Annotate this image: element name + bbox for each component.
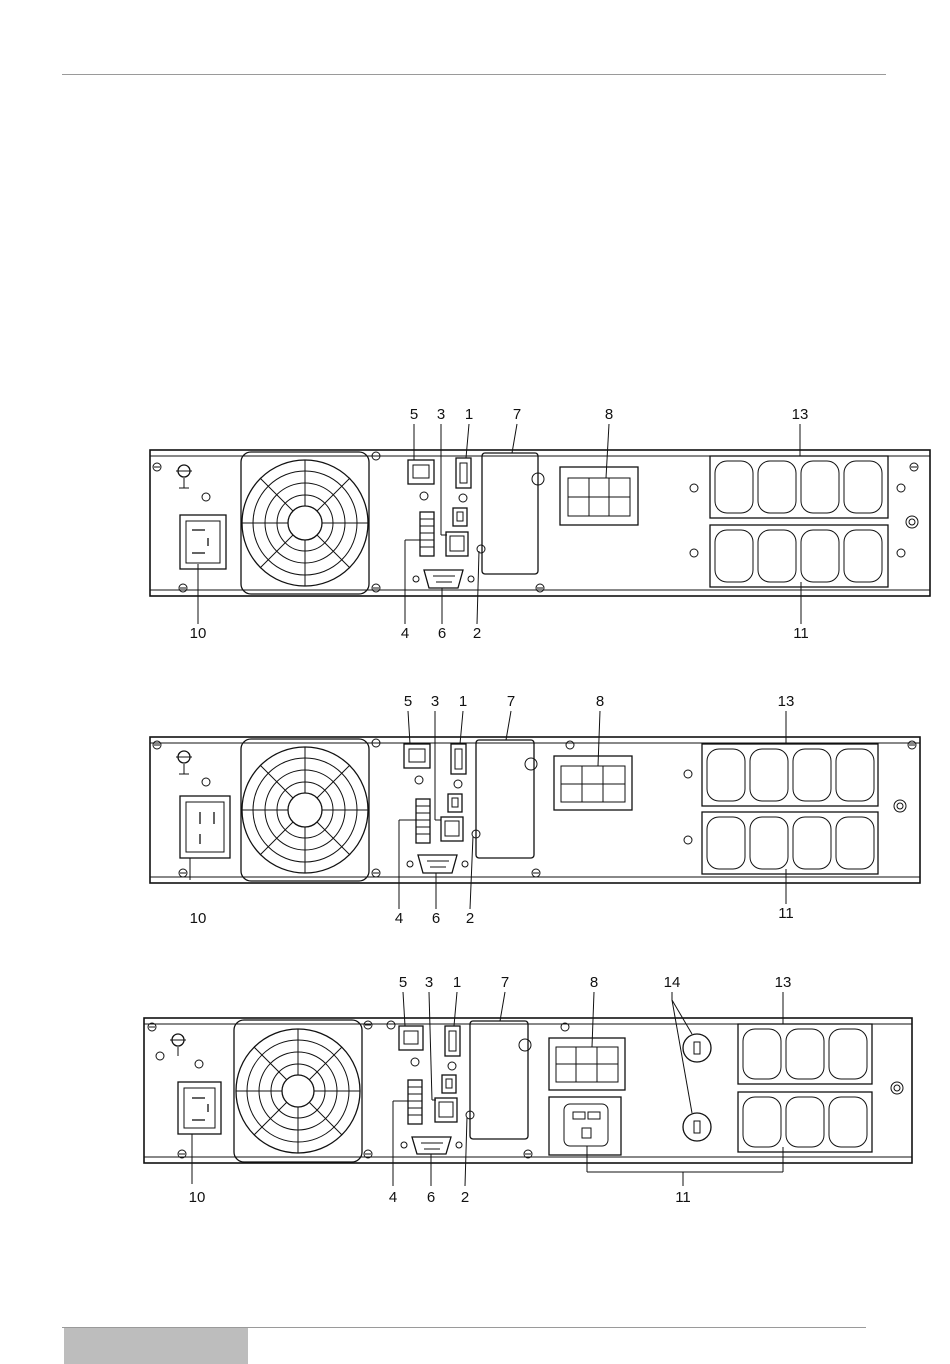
callout-label: 5 <box>404 693 412 710</box>
callout-label: 10 <box>190 910 207 927</box>
callout-label: 4 <box>395 910 403 927</box>
callout-label: 7 <box>513 406 521 423</box>
callout-label: 8 <box>590 974 598 991</box>
callout-label: 6 <box>432 910 440 927</box>
callout-label: 8 <box>596 693 604 710</box>
callout-label: 10 <box>189 1189 206 1206</box>
callout-label: 2 <box>473 625 481 642</box>
callout-label: 6 <box>438 625 446 642</box>
callout-label: 11 <box>793 625 809 642</box>
callout-label: 10 <box>190 625 207 642</box>
callout-label: 13 <box>778 693 795 710</box>
header-rule <box>62 74 886 75</box>
callout-label: 4 <box>401 625 409 642</box>
callout-label: 3 <box>431 693 439 710</box>
rear-panel-diagram-b: 5 3 1 7 8 13 10 4 6 2 11 <box>0 685 950 935</box>
callout-label: 4 <box>389 1189 397 1206</box>
callout-label: 1 <box>465 406 473 423</box>
rear-panel-diagram-c: 5 3 1 7 8 14 13 10 4 6 2 11 <box>0 968 950 1213</box>
callout-label: 1 <box>459 693 467 710</box>
callout-label: 5 <box>410 406 418 423</box>
footer-tab <box>64 1328 248 1364</box>
callout-label: 11 <box>675 1189 691 1206</box>
rear-panel-diagram-a: 5 3 1 7 8 13 10 4 6 2 11 <box>0 400 950 650</box>
callout-label: 13 <box>775 974 792 991</box>
callout-label: 2 <box>461 1189 469 1206</box>
callout-label: 2 <box>466 910 474 927</box>
callout-label: 5 <box>399 974 407 991</box>
callout-label: 3 <box>437 406 445 423</box>
callout-label: 3 <box>425 974 433 991</box>
callout-label: 11 <box>778 905 794 922</box>
callout-label: 1 <box>453 974 461 991</box>
callout-label: 6 <box>427 1189 435 1206</box>
callout-label: 13 <box>792 406 809 423</box>
callout-label: 7 <box>501 974 509 991</box>
callout-label: 8 <box>605 406 613 423</box>
callout-label: 7 <box>507 693 515 710</box>
callout-label: 14 <box>664 974 681 991</box>
